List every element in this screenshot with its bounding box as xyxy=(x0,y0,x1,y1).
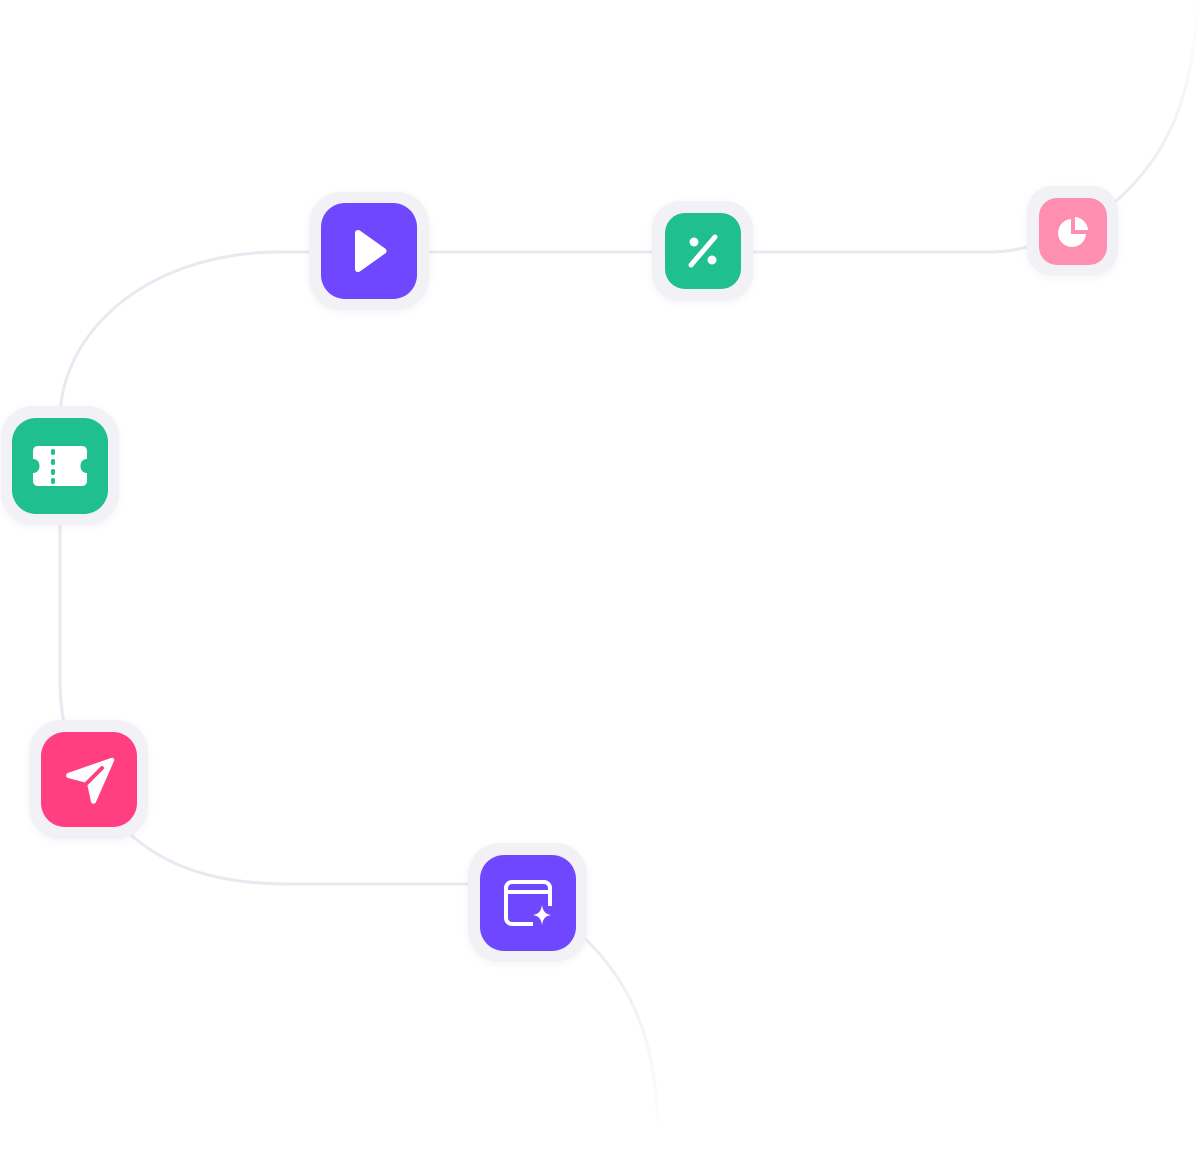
tile-send[interactable] xyxy=(41,732,137,827)
percent-icon xyxy=(685,233,721,269)
send-icon xyxy=(62,753,116,807)
connector-line-bottom xyxy=(568,923,660,1137)
node-play[interactable] xyxy=(309,192,429,310)
connector-line-top xyxy=(1103,0,1199,212)
node-send[interactable] xyxy=(29,720,148,839)
tile-play[interactable] xyxy=(321,203,417,299)
node-window[interactable] xyxy=(468,843,587,962)
tile-window[interactable] xyxy=(480,855,576,951)
play-icon xyxy=(349,229,389,273)
node-pie-chart[interactable] xyxy=(1027,186,1118,276)
ticket-icon xyxy=(32,445,88,487)
node-percent[interactable] xyxy=(652,201,753,301)
node-ticket[interactable] xyxy=(1,406,119,525)
connector-line-lower xyxy=(88,788,502,886)
pie-chart-icon xyxy=(1056,215,1090,249)
window-sparkle-icon xyxy=(503,878,553,928)
connector-line xyxy=(58,208,1107,472)
tile-ticket[interactable] xyxy=(12,418,108,514)
tile-pie-chart[interactable] xyxy=(1039,198,1107,265)
tile-percent[interactable] xyxy=(665,213,741,289)
